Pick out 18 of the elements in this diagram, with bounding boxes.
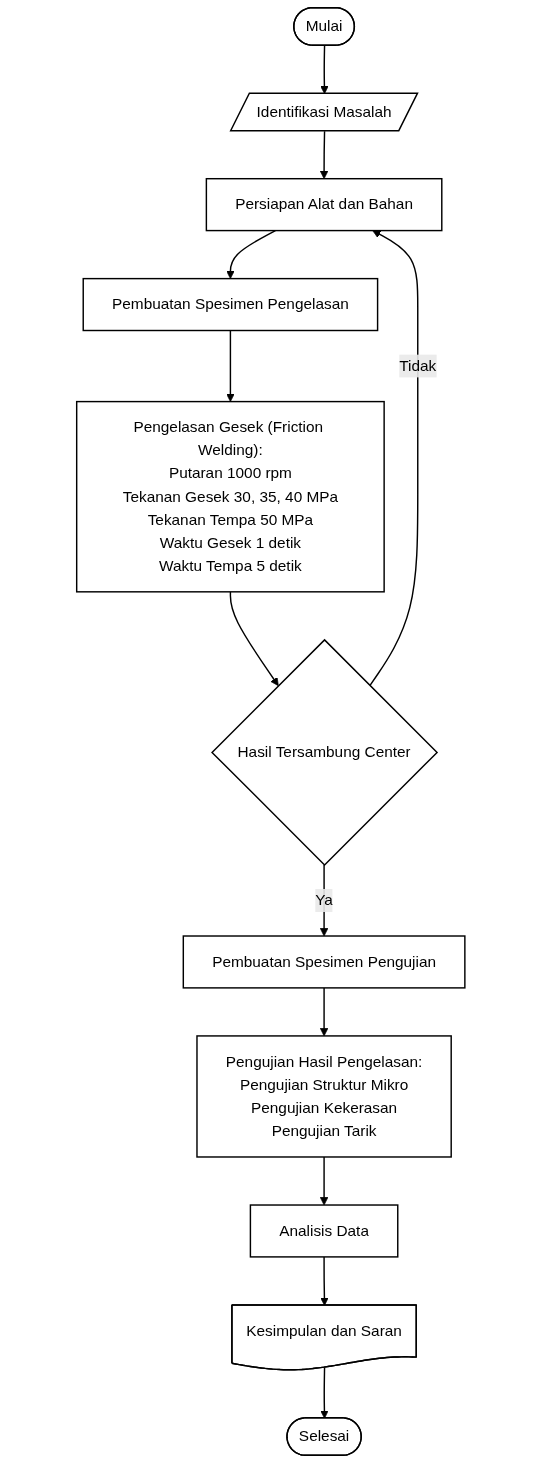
edge-label: Tidak <box>399 357 437 374</box>
node-box: Pembuatan Spesimen Pengujian <box>182 935 466 989</box>
arrow <box>320 864 329 937</box>
arrow <box>320 1366 329 1419</box>
arrow <box>229 591 279 687</box>
node-box: Analisis Data <box>249 1204 399 1258</box>
node-box: Pengelasan Gesek (Friction Welding): Putaran 1000 rpm Tekanan Gesek 30, 35, 40 MPa Tekanan Tempa 50 MPa Waktu Gesek 1 detik Waktu Tempa 5 detik <box>76 400 386 593</box>
node-box: Persiapan Alat dan Bahan <box>205 178 443 232</box>
arrow <box>320 1156 329 1206</box>
arrow <box>226 229 277 279</box>
arrow <box>320 987 329 1037</box>
arrow <box>226 329 235 402</box>
edge-label: Ya <box>315 891 334 909</box>
arrow <box>320 130 329 180</box>
arrow <box>369 230 419 687</box>
node-box: Pengujian Hasil Pengelasan: Pengujian Struktur Mikro Pengujian Kekerasan Pengujian Tarik <box>196 1035 453 1158</box>
node-box: Pembuatan Spesimen Pengelasan <box>82 277 379 332</box>
node-diamond: Hasil Tersambung Center <box>211 638 439 866</box>
